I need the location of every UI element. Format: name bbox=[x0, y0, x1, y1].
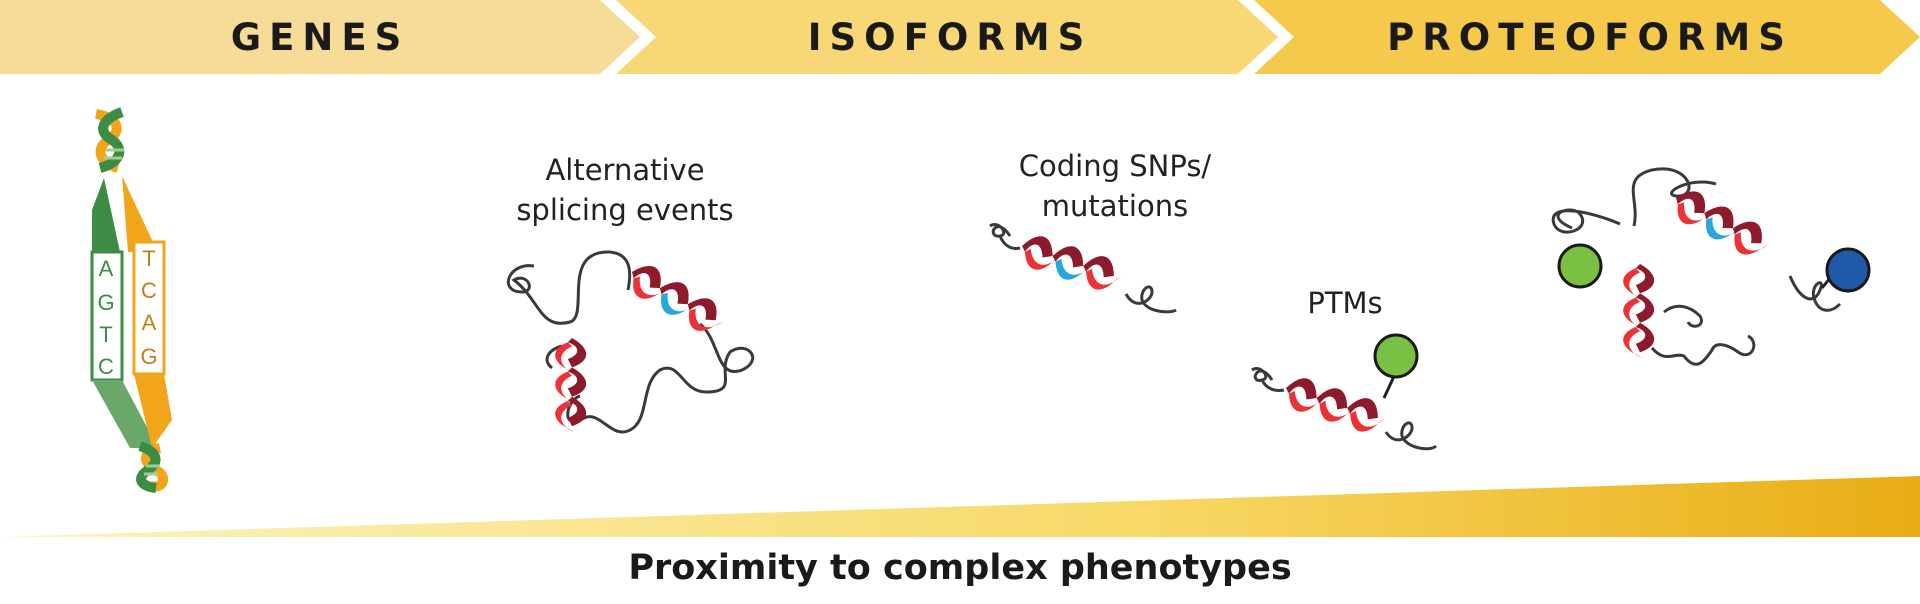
ptm-green-circle-icon bbox=[1557, 243, 1603, 289]
protein-proteoform-icon bbox=[1551, 167, 1871, 366]
banner-proteoforms bbox=[1254, 0, 1920, 74]
splicing-label: Alternative splicing events bbox=[480, 150, 770, 230]
protein-ptm-icon bbox=[1251, 333, 1438, 451]
dna-letter: C bbox=[141, 278, 157, 303]
snp-label: Coding SNPs/ mutations bbox=[975, 146, 1255, 226]
protein-splicing-icon bbox=[506, 250, 755, 434]
dna-helix-icon: A G T C T C A G bbox=[90, 107, 172, 493]
ptm-green-circle-icon bbox=[1373, 333, 1419, 379]
dna-letter: G bbox=[140, 344, 157, 369]
snp-label-line2: mutations bbox=[1041, 189, 1189, 223]
stage-label-proteoforms: PROTEOFORMS bbox=[1387, 16, 1793, 59]
splicing-label-line1: Alternative bbox=[545, 153, 705, 187]
dna-letter: G bbox=[97, 290, 114, 315]
banner-isoforms bbox=[616, 0, 1278, 74]
stage-label-genes: GENES bbox=[230, 16, 410, 59]
proximity-label: Proximity to complex phenotypes bbox=[628, 548, 1292, 588]
protein-snp-icon bbox=[989, 223, 1177, 314]
dna-letter: A bbox=[99, 256, 114, 281]
dna-letter: T bbox=[99, 322, 112, 347]
proximity-ramp bbox=[0, 476, 1920, 537]
ptm-blue-circle-icon bbox=[1825, 247, 1871, 293]
stage-label-isoforms: ISOFORMS bbox=[807, 16, 1093, 59]
snp-label-line1: Coding SNPs/ bbox=[1018, 149, 1212, 183]
dna-letter: C bbox=[98, 354, 114, 379]
dna-letter: A bbox=[142, 310, 157, 335]
banner-genes bbox=[0, 0, 640, 74]
ptm-label: PTMs bbox=[1307, 286, 1383, 320]
splicing-label-line2: splicing events bbox=[516, 193, 734, 227]
dna-letter: T bbox=[142, 246, 155, 271]
